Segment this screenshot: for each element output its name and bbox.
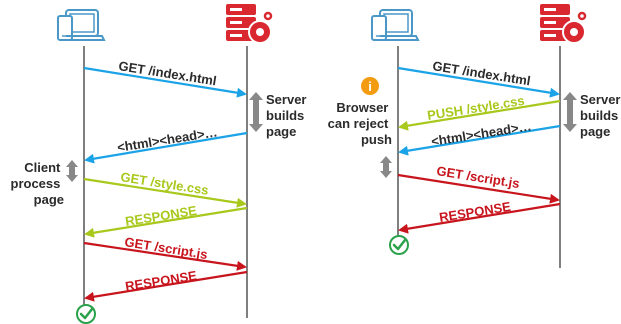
- client-device-icon: [57, 9, 106, 41]
- label-get-style: GET /style.css: [120, 169, 210, 198]
- check-icon: [76, 304, 96, 324]
- arrow-get-script: [83, 241, 247, 271]
- server-builds-gray-arrow: [563, 92, 577, 132]
- arrow-response-script: [398, 202, 561, 234]
- label-get-index: GET /index.html: [118, 58, 218, 88]
- client-device-icon: [371, 9, 420, 41]
- client-process-gray-arrow: [380, 156, 392, 178]
- arrow-get-index: [83, 66, 247, 98]
- server-note-left: Server builds page: [266, 92, 310, 139]
- server-icon: [540, 4, 588, 44]
- check-icon: [389, 235, 409, 255]
- label-response-style: RESPONSE: [124, 203, 198, 229]
- arrow-html-head: [84, 131, 248, 164]
- info-icon: i: [361, 77, 379, 95]
- arrow-get-index: [397, 66, 560, 98]
- svg-text:i: i: [368, 79, 372, 94]
- label-response-script: RESPONSE: [438, 199, 512, 225]
- client-note: Client process page: [11, 160, 65, 207]
- server-icon: [226, 4, 274, 44]
- arrow-push-style: [398, 99, 561, 131]
- arrow-get-script: [397, 173, 560, 204]
- label-html-head: <html><head>…: [116, 124, 218, 155]
- label-html-head: <html><head>…: [430, 118, 532, 149]
- server-builds-gray-arrow: [249, 92, 263, 132]
- label-push-style: PUSH /style.css: [426, 93, 525, 123]
- label-response-script: RESPONSE: [124, 268, 198, 294]
- arrow-response-script: [84, 270, 248, 302]
- client-process-gray-arrow: [66, 160, 78, 182]
- browser-note: Browser can reject push: [328, 100, 392, 147]
- server-note-right: Server builds page: [580, 92, 621, 139]
- arrow-get-style: [83, 177, 247, 208]
- arrow-response-style: [84, 206, 248, 238]
- label-get-script: GET /script.js: [124, 234, 209, 262]
- arrow-html-head: [398, 124, 561, 156]
- label-get-index: GET /index.html: [432, 58, 532, 88]
